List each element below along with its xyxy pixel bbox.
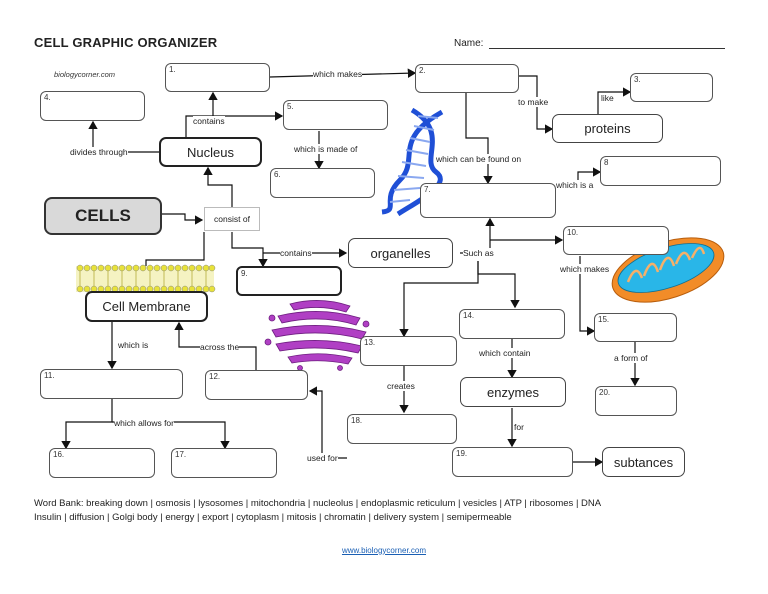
answer-box-2[interactable]: 2. bbox=[415, 64, 519, 93]
link-divides-through: divides through bbox=[70, 147, 128, 157]
answer-box-3[interactable]: 3. bbox=[630, 73, 713, 102]
subtances-term: subtances bbox=[602, 447, 685, 477]
answer-box-10[interactable]: 10. bbox=[563, 226, 669, 255]
nucleus-term: Nucleus bbox=[159, 137, 262, 167]
link-which-is-a: which is a bbox=[556, 180, 594, 190]
link-used-for: used for bbox=[307, 453, 338, 463]
membrane-bilayer-icon bbox=[76, 264, 216, 293]
link-to-make: to make bbox=[518, 97, 549, 107]
answer-box-19[interactable]: 19. bbox=[452, 447, 573, 477]
answer-box-6[interactable]: 6. bbox=[270, 168, 375, 198]
link-which-is-made-of: which is made of bbox=[294, 144, 358, 154]
answer-box-14[interactable]: 14. bbox=[459, 309, 565, 339]
footer: www.biologycorner.com bbox=[0, 546, 768, 555]
link-across-the: across the bbox=[200, 342, 240, 352]
link-which-makes-top: which makes bbox=[313, 69, 363, 79]
link-which-can-be-found-on: which can be found on bbox=[436, 154, 522, 164]
answer-box-11[interactable]: 11. bbox=[40, 369, 183, 399]
name-label: Name: bbox=[454, 38, 484, 49]
answer-box-4[interactable]: 4. bbox=[40, 91, 145, 121]
link-creates: creates bbox=[387, 381, 415, 391]
proteins-term: proteins bbox=[552, 114, 663, 143]
cells-term: CELLS bbox=[44, 197, 162, 235]
answer-box-17[interactable]: 17. bbox=[171, 448, 277, 478]
link-for: for bbox=[514, 422, 524, 432]
name-field[interactable] bbox=[489, 48, 725, 49]
page-title: CELL GRAPHIC ORGANIZER bbox=[34, 35, 218, 50]
word-bank-line-2: Insulin | diffusion | Golgi body | energ… bbox=[34, 512, 512, 523]
answer-box-15[interactable]: 15. bbox=[594, 313, 677, 342]
link-contains-mid: contains bbox=[280, 248, 312, 258]
enzymes-term: enzymes bbox=[460, 377, 566, 407]
link-a-form-of: a form of bbox=[614, 353, 648, 363]
link-which-is: which is bbox=[118, 340, 149, 350]
answer-box-9[interactable]: 9. bbox=[236, 266, 342, 296]
consist-of-label: consist of bbox=[204, 207, 260, 231]
word-bank: Word Bank: breaking down | osmosis | lys… bbox=[34, 497, 734, 525]
organelles-term: organelles bbox=[348, 238, 453, 268]
answer-box-20[interactable]: 20. bbox=[595, 386, 677, 416]
link-which-makes-mid: which makes bbox=[560, 264, 610, 274]
word-bank-line-1: Word Bank: breaking down | osmosis | lys… bbox=[34, 498, 602, 509]
answer-box-5[interactable]: 5. bbox=[283, 100, 388, 130]
footer-link[interactable]: www.biologycorner.com bbox=[341, 546, 427, 555]
link-which-allows-for: which allows for bbox=[114, 418, 174, 428]
answer-box-12[interactable]: 12. bbox=[205, 370, 308, 400]
link-contains-top: contains bbox=[193, 116, 225, 126]
golgi-body-icon bbox=[264, 300, 374, 371]
answer-box-7[interactable]: 7. bbox=[420, 183, 556, 218]
answer-box-16[interactable]: 16. bbox=[49, 448, 155, 478]
link-like: like bbox=[601, 93, 614, 103]
answer-box-13[interactable]: 13. bbox=[360, 336, 457, 366]
link-which-contain: which contain bbox=[479, 348, 531, 358]
answer-box-8[interactable]: 8 bbox=[600, 156, 721, 186]
site-credit: biologycorner.com bbox=[54, 70, 115, 79]
answer-box-1[interactable]: 1. bbox=[165, 63, 270, 92]
answer-box-18[interactable]: 18. bbox=[347, 414, 457, 444]
link-such-as: Such as bbox=[463, 248, 494, 258]
cell-membrane-term: Cell Membrane bbox=[85, 291, 208, 322]
